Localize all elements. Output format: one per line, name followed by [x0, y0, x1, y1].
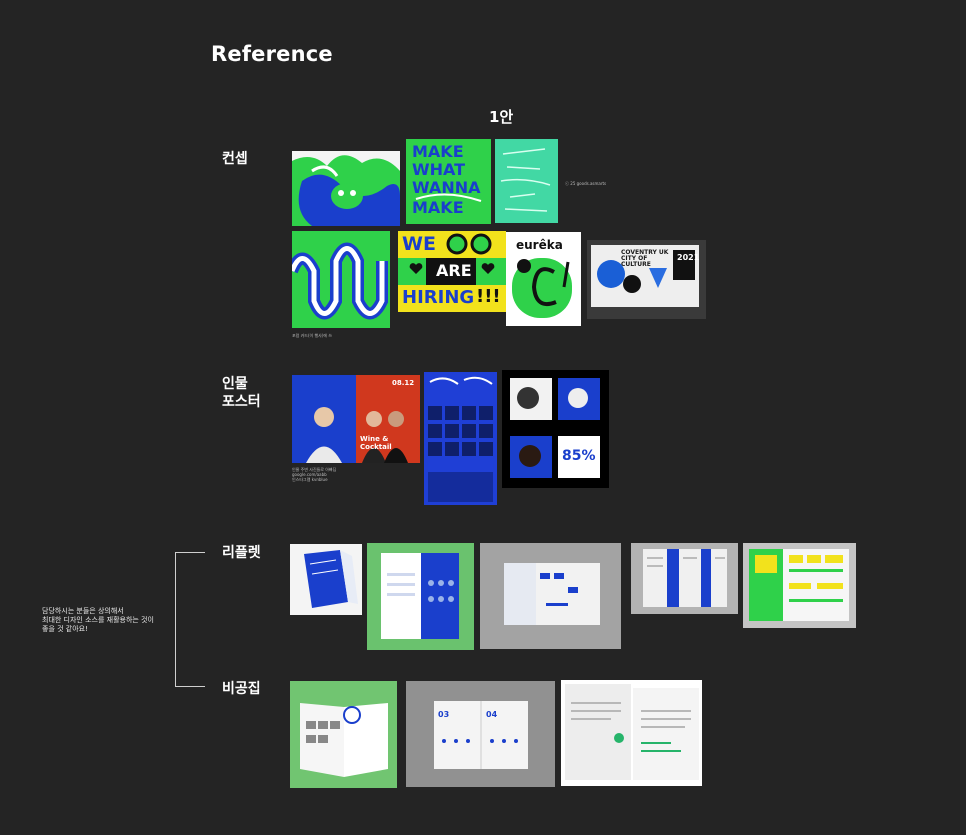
- concept-image-blob[interactable]: [292, 151, 400, 226]
- section-bracket: [175, 552, 205, 687]
- brochure-image-1[interactable]: [290, 681, 397, 788]
- poster-subtitle: Wine & Cocktail: [360, 435, 392, 451]
- concept-image-wave[interactable]: [292, 231, 390, 328]
- brochure-image-2[interactable]: 03 04: [406, 681, 555, 787]
- leaflet-image-2[interactable]: [367, 543, 474, 650]
- eureka-text: eurêka: [516, 238, 563, 252]
- section-label-brochure: 비공집: [222, 681, 261, 697]
- section-label-leaflet: 리플렛: [222, 545, 261, 561]
- page-title: Reference: [211, 42, 333, 66]
- svg-text:04: 04: [486, 710, 498, 719]
- leaflet-image-5[interactable]: [743, 543, 856, 628]
- hiring-marks-text: !!!: [476, 286, 501, 307]
- make-text-line3: WANNA: [412, 178, 481, 197]
- leaflet-image-1[interactable]: [290, 544, 362, 615]
- make-text-line2: WHAT: [412, 160, 465, 179]
- concept-small-caption: ⓒ 25 goods.asmarts: [565, 181, 607, 186]
- brochure-image-3[interactable]: [561, 680, 702, 786]
- make-text-line1: MAKE: [412, 142, 464, 161]
- section-label-concept: 컨셉: [222, 151, 248, 167]
- leaflet-image-4[interactable]: [631, 543, 738, 614]
- coventry-text: COVENTRY UK CITY OF CULTURE: [621, 249, 669, 268]
- person-poster-duo[interactable]: 08.12 Wine & Cocktail: [292, 375, 420, 463]
- concept-image-make[interactable]: MAKE WHAT WANNA MAKE: [406, 139, 491, 224]
- stat-85-percent: 85%: [562, 448, 596, 464]
- concept-image-eureka[interactable]: eurêka: [506, 232, 581, 326]
- concept-below-caption: 포럼 카드(이 행사)에 쓰: [292, 333, 333, 338]
- person-poster-profiles[interactable]: 85%: [502, 370, 609, 488]
- make-text-line4: MAKE: [412, 198, 464, 217]
- concept-image-coventry[interactable]: COVENTRY UK CITY OF CULTURE 2021: [587, 240, 706, 319]
- leaflet-image-3[interactable]: [480, 543, 621, 649]
- planning-note: 담당하시는 분들은 상의해서 최대한 디자인 소스를 재활용하는 것이 좋을 것…: [42, 607, 154, 633]
- plan-label: 1안: [489, 108, 514, 126]
- hiring-are-text: ARE: [436, 261, 472, 280]
- hiring-word-text: HIRING: [402, 287, 475, 308]
- hiring-we-text: WE: [402, 233, 436, 255]
- poster-date: 08.12: [392, 379, 415, 387]
- concept-image-strokes[interactable]: [495, 139, 558, 223]
- coventry-year: 2021: [677, 253, 700, 262]
- person-poster-grid[interactable]: [424, 372, 497, 505]
- concept-image-hiring[interactable]: WE ARE HIRING !!!: [398, 231, 506, 312]
- person-below-caption: 인물 주변 사진들로 아빠딤 google.com/aabb 인스타그램 kvn…: [292, 467, 337, 482]
- section-label-person-poster: 인물 포스터: [222, 376, 261, 410]
- svg-text:03: 03: [438, 710, 449, 719]
